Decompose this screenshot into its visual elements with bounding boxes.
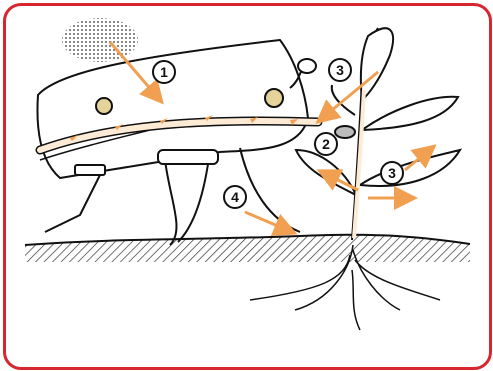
marker-2: 2: [315, 133, 337, 155]
marker-4: 4: [224, 186, 246, 208]
svg-text:4: 4: [231, 189, 239, 205]
marker-3-right: 3: [381, 162, 403, 184]
sun-spot-icon: [62, 18, 138, 62]
svg-text:1: 1: [160, 64, 168, 80]
svg-text:2: 2: [322, 136, 330, 152]
marker-1: 1: [153, 61, 175, 83]
ground: [25, 235, 470, 262]
svg-text:3: 3: [388, 165, 396, 181]
marker-3-top: 3: [329, 59, 351, 81]
svg-text:3: 3: [336, 62, 344, 78]
